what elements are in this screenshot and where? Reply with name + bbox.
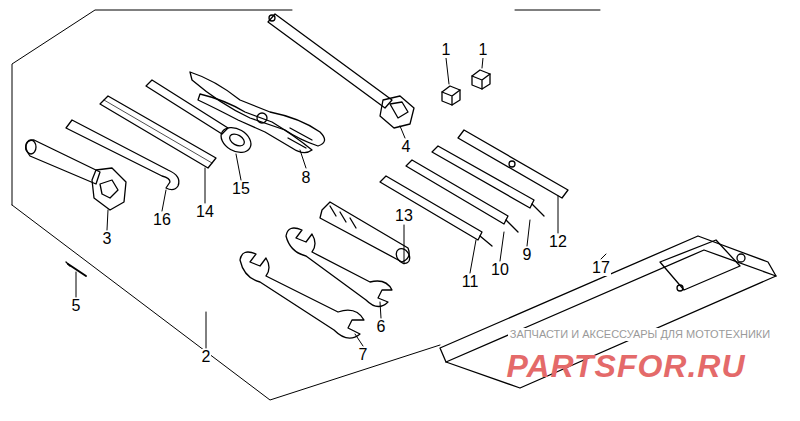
callout-number: 16: [152, 212, 172, 228]
callout-number: 13: [394, 208, 414, 224]
callout-number: 7: [358, 347, 369, 363]
callout-number: 12: [548, 234, 568, 250]
callout-number: 1: [478, 42, 489, 58]
callout-number: 17: [591, 260, 611, 276]
callout-number: 4: [401, 139, 412, 155]
callout-number: 1: [441, 42, 452, 58]
callout-number: 11: [461, 274, 480, 290]
callout-number: 3: [102, 231, 113, 247]
callout-number: 10: [490, 262, 510, 278]
callout-number: 2: [201, 349, 212, 365]
callout-number: 6: [376, 319, 387, 335]
watermark-text: ЗАПЧАСТИ И АКСЕССУАРЫ ДЛЯ МОТОТЕХНИКИ: [508, 328, 772, 341]
callout-number: 9: [522, 247, 533, 263]
watermark-logo: PARTSFOR.RU: [506, 350, 745, 382]
callout-number: 15: [231, 181, 251, 197]
callout-number: 8: [301, 170, 312, 186]
callout-number: 14: [195, 204, 215, 220]
callout-number: 5: [71, 298, 82, 314]
